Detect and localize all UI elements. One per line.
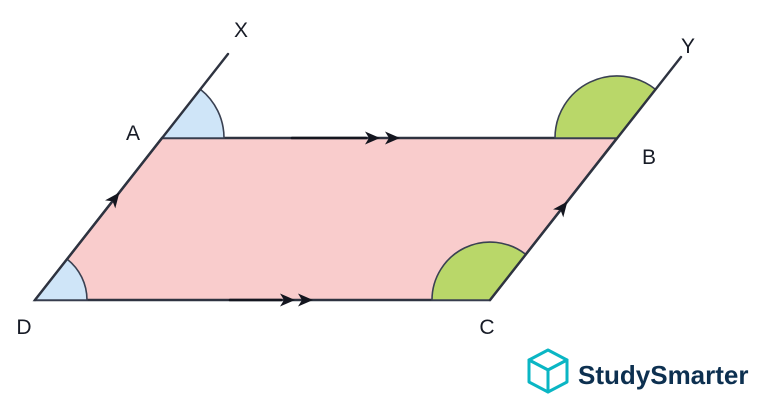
ray-label-x: X bbox=[234, 19, 248, 42]
vertex-label-a: A bbox=[126, 122, 140, 145]
box-right-face bbox=[546, 358, 569, 394]
angle-marker-a bbox=[160, 88, 225, 139]
arrowhead-icon bbox=[385, 131, 400, 145]
parallel-mark-ab bbox=[290, 131, 400, 145]
parallelogram-abcd bbox=[32, 136, 620, 302]
ray-dx bbox=[33, 52, 230, 302]
studysmarter-logo: StudySmarter bbox=[527, 348, 749, 394]
studysmarter-wordmark: StudySmarter bbox=[578, 360, 749, 390]
ray-cy bbox=[488, 55, 683, 302]
ray-label-y: Y bbox=[681, 35, 695, 58]
parallel-mark-cb-arrowhead-icon bbox=[553, 201, 568, 218]
vertex-label-c: C bbox=[479, 316, 494, 339]
vertex-label-b: B bbox=[642, 146, 656, 169]
parallel-mark-dc bbox=[228, 293, 313, 307]
studysmarter-box-icon bbox=[527, 348, 569, 394]
arrowhead-icon bbox=[298, 293, 313, 307]
vertex-label-d: D bbox=[16, 316, 31, 339]
angle-marker-b bbox=[554, 75, 657, 139]
angle-marker-c bbox=[431, 241, 527, 301]
parallel-mark-da-arrowhead-icon bbox=[105, 192, 120, 209]
arrowhead-icon bbox=[280, 293, 295, 307]
arrowhead-icon bbox=[365, 131, 380, 145]
